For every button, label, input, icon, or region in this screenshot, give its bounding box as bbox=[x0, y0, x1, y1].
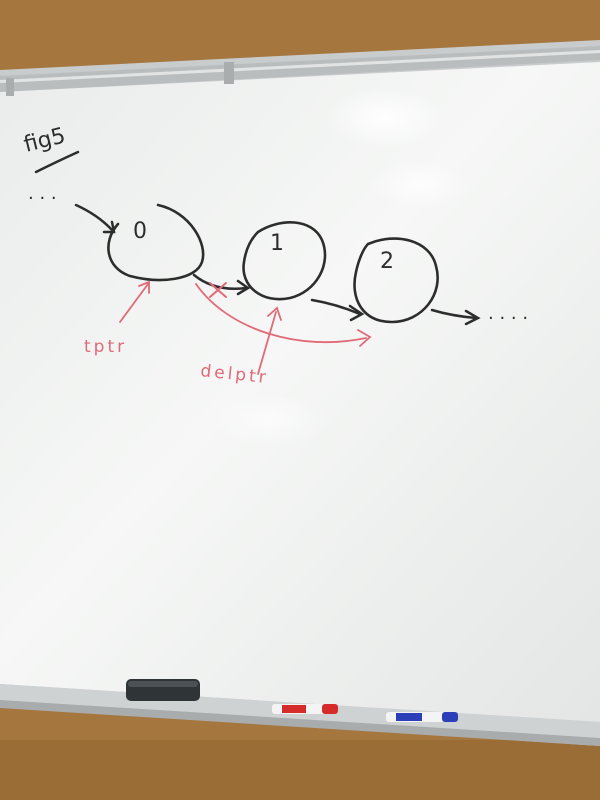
wall-lower bbox=[0, 740, 600, 800]
link-0-1-arrow bbox=[192, 273, 248, 290]
link-1-2-arrow bbox=[310, 298, 362, 316]
node-2-circle bbox=[353, 237, 439, 324]
tptr-label: tptr bbox=[84, 337, 127, 357]
node-1-label: 1 bbox=[270, 231, 284, 256]
head-arrowhead bbox=[102, 220, 116, 234]
trailing-dots: · · · · bbox=[488, 308, 528, 329]
node-2-label: 2 bbox=[380, 249, 394, 274]
link-cut-mark bbox=[209, 282, 227, 298]
head-arrow bbox=[74, 203, 114, 232]
leading-dots: · · · bbox=[28, 188, 57, 209]
heading-underline bbox=[34, 150, 80, 174]
node-0-label: 0 bbox=[133, 219, 147, 244]
red-marker bbox=[272, 704, 338, 714]
board-surface bbox=[0, 62, 600, 722]
rail-clip bbox=[224, 62, 234, 84]
light-glare bbox=[325, 88, 445, 148]
node-1-circle bbox=[242, 221, 327, 301]
bypass-arrowhead bbox=[357, 329, 372, 347]
tptr-arrow bbox=[119, 283, 149, 323]
rail-end-cap bbox=[6, 78, 14, 96]
delptr-arrow bbox=[257, 311, 277, 375]
tail-arrow bbox=[430, 308, 478, 320]
node-0-circle bbox=[107, 203, 205, 282]
blue-marker bbox=[386, 712, 458, 722]
bypass-link-arc bbox=[195, 283, 367, 344]
